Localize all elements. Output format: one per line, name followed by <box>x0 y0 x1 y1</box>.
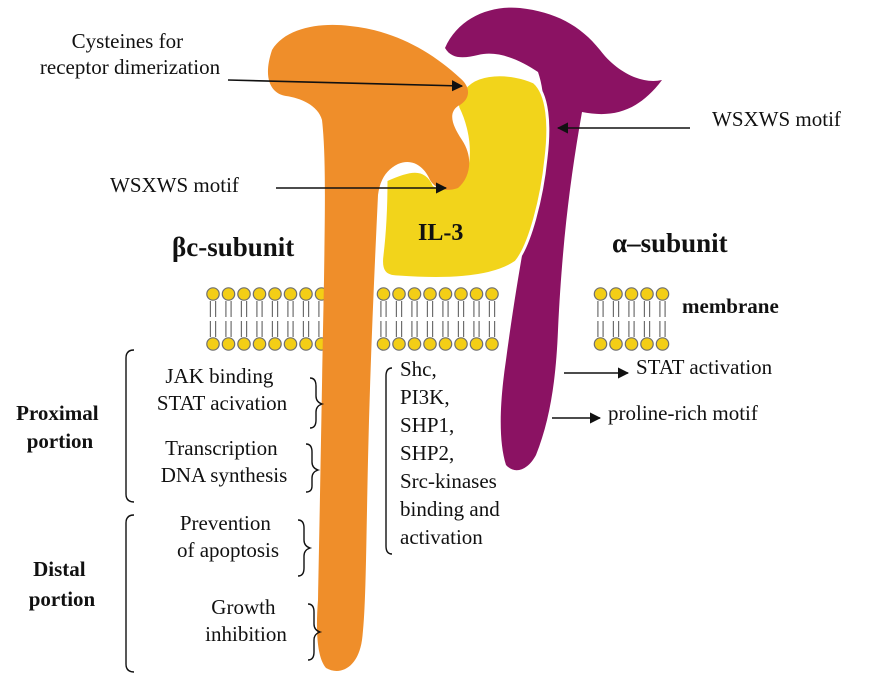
jak-brace <box>309 377 325 429</box>
lipid-head <box>469 337 484 351</box>
lipid-head <box>252 337 267 351</box>
signaling-bracket <box>385 367 393 555</box>
transcription-brace <box>305 443 321 493</box>
lipid-head <box>655 287 670 301</box>
distal-portion-label: Distal portion <box>29 557 96 611</box>
lipid-head <box>640 337 654 351</box>
alpha-subunit-label: α–subunit <box>612 228 728 258</box>
lipid-head <box>376 337 391 351</box>
lipid-head <box>624 337 639 351</box>
lipid-head <box>299 337 313 351</box>
lipid-head <box>454 287 468 301</box>
lipid-head <box>407 337 422 351</box>
apoptosis-label: Prevention of apoptosis <box>177 511 279 562</box>
wsxws-alpha-label: WSXWS motif <box>712 107 841 131</box>
membrane-label: membrane <box>682 294 779 318</box>
lipid-head <box>221 337 236 351</box>
lipid-head <box>485 337 499 351</box>
lipid-head <box>485 287 499 301</box>
growth-label: Growth inhibition <box>205 595 287 646</box>
proline-rich-label: proline-rich motif <box>608 401 758 425</box>
proximal-portion-label: Proximal portion <box>16 401 104 453</box>
lipid-head <box>299 287 313 301</box>
lipid-head <box>252 287 267 301</box>
lipid-head <box>438 287 453 301</box>
membrane-bilayer <box>206 287 670 351</box>
transcription-label: Transcription DNA synthesis <box>161 436 288 487</box>
cysteines-label: Cysteines for receptor dimerization <box>40 29 221 79</box>
jak-label: JAK binding STAT acivation <box>157 364 288 415</box>
lipid-head <box>206 287 220 301</box>
lipid-head <box>624 287 639 301</box>
lipid-head <box>438 337 453 351</box>
alpha-subunit-shape <box>445 7 662 471</box>
il3-label: IL-3 <box>418 220 463 246</box>
lipid-head <box>237 337 251 351</box>
lipid-head <box>423 337 437 351</box>
apoptosis-brace <box>297 519 313 577</box>
signaling-label: Shc, PI3K, SHP1, SHP2, Src-kinases bindi… <box>400 357 505 549</box>
lipid-head <box>221 287 236 301</box>
lipid-head <box>283 337 298 351</box>
cysteines-pointer <box>227 79 464 92</box>
lipid-head <box>454 337 468 351</box>
lipid-head <box>609 287 623 301</box>
wsxws-beta-label: WSXWS motif <box>110 173 239 197</box>
lipid-head <box>423 287 437 301</box>
lipid-head <box>392 337 406 351</box>
lipid-head <box>268 287 282 301</box>
lipid-head <box>655 337 670 351</box>
distal-bracket <box>125 514 135 673</box>
lipid-head <box>392 287 406 301</box>
stat-activation-label: STAT activation <box>636 355 773 379</box>
lipid-head <box>407 287 422 301</box>
growth-brace <box>307 603 323 661</box>
lipid-head <box>593 287 608 301</box>
lipid-head <box>268 337 282 351</box>
lipid-head <box>206 337 220 351</box>
lipid-head <box>376 287 391 301</box>
lipid-head <box>237 287 251 301</box>
proximal-bracket <box>125 349 135 503</box>
lipid-head <box>593 337 608 351</box>
beta-subunit-shape <box>267 24 470 671</box>
lipid-head <box>469 287 484 301</box>
lipid-head <box>609 337 623 351</box>
lipid-head <box>640 287 654 301</box>
beta-subunit-label: βc-subunit <box>172 232 294 262</box>
lipid-head <box>283 287 298 301</box>
